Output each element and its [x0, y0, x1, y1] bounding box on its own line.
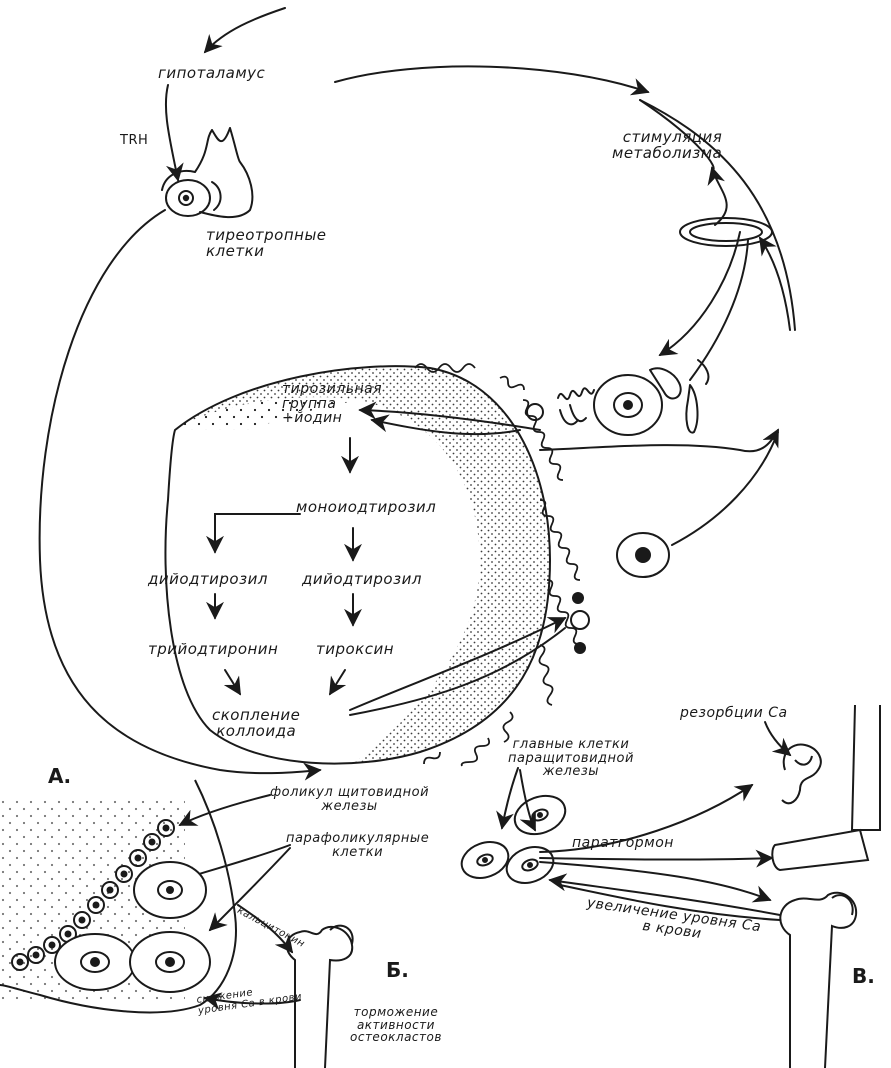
label-ca-resorption: резорбции Ca: [680, 705, 788, 721]
label-section-c: В.: [852, 964, 875, 988]
label-colloid-accumulation: скопление коллоида: [212, 706, 301, 740]
label-hypothalamus: гипоталамус: [158, 64, 266, 82]
secretory-cell: [616, 532, 670, 578]
label-osteoclast-inhibition: торможение активности остеокластов: [350, 1005, 442, 1045]
label-trh: TRH: [120, 133, 149, 148]
trh-path: [164, 84, 184, 182]
feedback-arc-right: [334, 65, 650, 96]
label-metabolism-stimulation: стимуляция метаболизма: [612, 128, 723, 162]
label-triiodothyronine: трийодтиронин: [148, 640, 279, 658]
follicular-cell-top: [526, 359, 710, 436]
label-monoiodotyrosyl: моноиодтирозил: [296, 498, 437, 516]
label-section-b: Б.: [386, 958, 409, 982]
follicle-membrane: [414, 363, 581, 767]
hormone-granules: [570, 592, 590, 654]
label-diiodotyrosyl-right: дийодтирозил: [302, 570, 422, 588]
parafollicular-tissue: [0, 779, 237, 1014]
feedback-arrow-top: [203, 7, 286, 54]
chief-cells: [460, 794, 567, 884]
label-follicle: фоликул щитовидной железы: [270, 785, 430, 814]
label-section-a: А.: [48, 764, 72, 788]
label-parathormone: паратгормон: [572, 835, 674, 851]
label-diiodotyrosyl-left: дийодтирозил: [148, 570, 268, 588]
pituitary-sketch: [161, 127, 254, 218]
colloid-stipple: [170, 366, 550, 764]
label-chief-cells: главные клетки паращитовидной железы: [508, 737, 634, 780]
tsh-loop: [38, 209, 322, 781]
bone-b: [285, 924, 354, 1068]
label-parafollicular-cells: парафоликулярные клетки: [286, 831, 430, 860]
label-tyrosyl-group: тирозильная группа +йодин: [282, 381, 383, 427]
label-thyroxine: тироксин: [316, 640, 395, 658]
label-thyrotropic-cells: тиреотропные клетки: [206, 226, 327, 260]
bone-c: [771, 704, 881, 1068]
